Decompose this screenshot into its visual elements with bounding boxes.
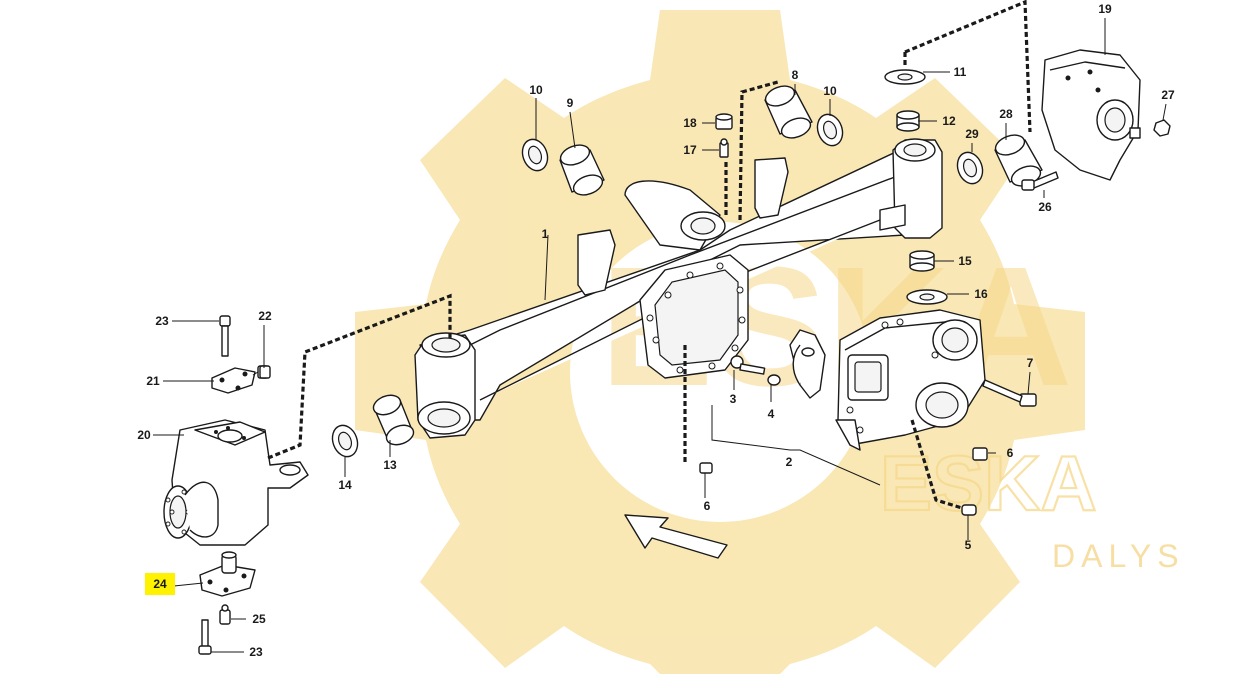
label-27: 27 xyxy=(1161,88,1175,102)
label-1: 1 xyxy=(542,227,549,241)
label-13: 13 xyxy=(383,458,397,472)
label-23-top: 23 xyxy=(155,314,169,328)
label-12: 12 xyxy=(942,114,956,128)
seal-29 xyxy=(956,151,984,185)
leader-lines xyxy=(153,18,1167,653)
washer-11 xyxy=(884,69,926,85)
washer-16 xyxy=(906,289,948,305)
label-15: 15 xyxy=(958,254,972,268)
nut-27 xyxy=(1129,119,1171,139)
seal-14 xyxy=(331,424,359,458)
bolt-7 xyxy=(982,379,1037,407)
bush-15 xyxy=(909,250,935,272)
label-8: 8 xyxy=(792,68,799,82)
steering-knuckle xyxy=(163,419,309,546)
bushing-8 xyxy=(764,85,813,139)
label-25: 25 xyxy=(252,612,266,626)
front-direction-arrow-icon xyxy=(624,514,728,559)
bearing-cap xyxy=(789,329,826,399)
bolt-3 xyxy=(730,355,766,375)
label-21: 21 xyxy=(146,374,160,388)
plug-6-lower xyxy=(699,462,713,474)
label-4: 4 xyxy=(768,407,775,421)
assembly-dashed-lines xyxy=(267,0,1032,510)
bracket-19 xyxy=(1041,49,1141,181)
label-19: 19 xyxy=(1098,2,1112,16)
bolt-23-bottom xyxy=(198,619,212,655)
bush-12 xyxy=(896,110,920,132)
seal-10-right xyxy=(816,113,844,147)
label-17: 17 xyxy=(683,143,697,157)
bushing-13 xyxy=(372,394,415,446)
bushing-28 xyxy=(994,134,1043,187)
label-16: 16 xyxy=(974,287,988,301)
washer-4 xyxy=(767,374,781,386)
label-20: 20 xyxy=(137,428,151,442)
label-26: 26 xyxy=(1038,200,1052,214)
label-28: 28 xyxy=(999,107,1013,121)
cap-18 xyxy=(715,113,733,130)
label-3: 3 xyxy=(730,392,737,406)
watermark-brand-secondary: DALYS xyxy=(1052,538,1185,574)
grease-fitting-25 xyxy=(219,604,231,625)
grease-fitting-22 xyxy=(259,365,271,379)
lower-kingpin-plate xyxy=(199,551,256,597)
label-18: 18 xyxy=(683,116,697,130)
label-29: 29 xyxy=(965,127,979,141)
label-11: 11 xyxy=(954,65,967,79)
highlight-marker xyxy=(145,573,175,595)
label-10-right: 10 xyxy=(823,84,837,98)
mounting-flange xyxy=(639,254,749,379)
plug-6-right xyxy=(972,447,988,461)
pin-5 xyxy=(961,504,977,516)
differential-housing xyxy=(835,309,986,451)
label-22: 22 xyxy=(258,309,272,323)
label-23-bottom: 23 xyxy=(249,645,263,659)
label-5: 5 xyxy=(965,538,972,552)
label-24: 24 xyxy=(153,577,167,591)
label-14: 14 xyxy=(338,478,352,492)
label-6-right: 6 xyxy=(1007,446,1014,460)
fitting-17 xyxy=(719,138,729,158)
label-7: 7 xyxy=(1027,356,1034,370)
label-6-lower: 6 xyxy=(704,499,711,513)
bolt-26 xyxy=(1021,171,1059,191)
bushing-9 xyxy=(559,144,605,196)
watermark-brand-outline: ESKA xyxy=(880,439,1097,527)
label-10-left: 10 xyxy=(529,83,543,97)
bolt-23-top xyxy=(219,315,231,357)
label-2: 2 xyxy=(786,455,793,469)
callout-labels: 1 2 3 4 5 6 6 6 7 8 9 10 10 11 12 13 14 … xyxy=(137,2,1175,659)
seal-10-left xyxy=(521,138,549,172)
label-9: 9 xyxy=(567,96,574,110)
